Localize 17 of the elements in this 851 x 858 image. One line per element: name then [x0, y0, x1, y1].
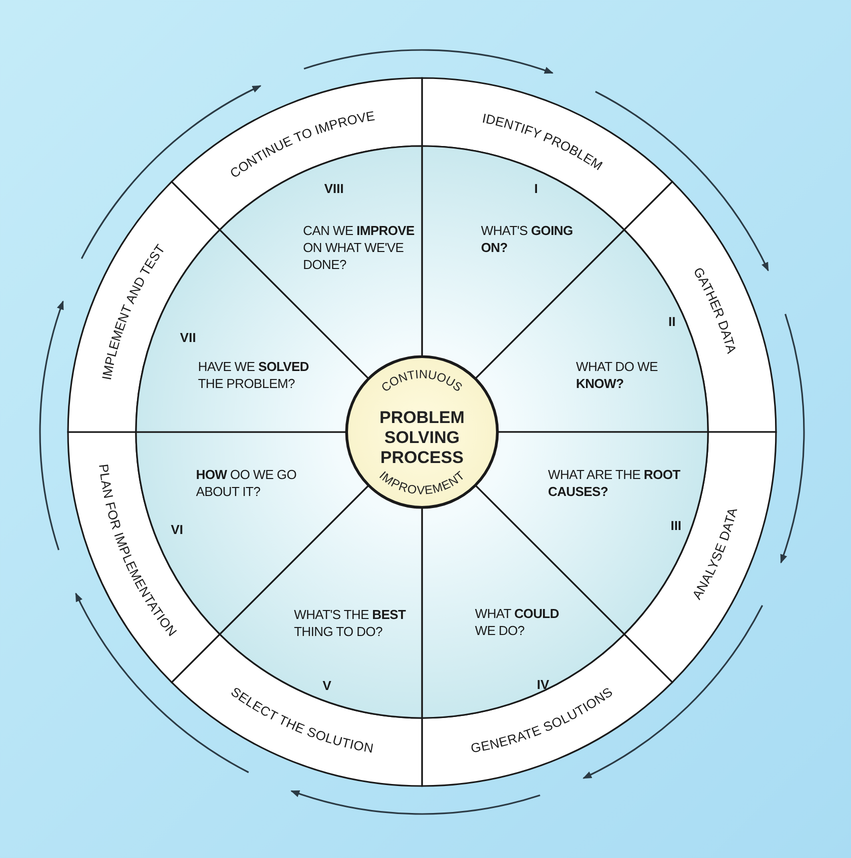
center-title: PROBLEM SOLVING PROCESS: [378, 408, 466, 468]
question-text: HAVE WE SOLVED THE PROBLEM?: [198, 358, 310, 392]
step-numeral: I: [534, 181, 538, 196]
step-numeral: V: [322, 678, 332, 693]
step-numeral: VI: [170, 522, 184, 537]
question-text: WHAT ARE THE ROOT CAUSES?: [548, 466, 682, 500]
step-numeral: II: [668, 314, 676, 329]
question-text: WHAT COULD WE DO?: [475, 605, 560, 639]
question-text: CAN WE IMPROVE ON WHAT WE'VE DONE?: [303, 222, 416, 273]
question-text: HOW OO WE GO ABOUT IT?: [196, 466, 298, 500]
step-numeral: III: [670, 518, 682, 533]
step-numeral: VIII: [324, 181, 344, 196]
question-text: WHAT'S GOING ON?: [481, 222, 574, 256]
step-numeral: VII: [180, 330, 196, 345]
step-numeral: IV: [536, 677, 550, 692]
question-text: WHAT DO WE KNOW?: [576, 358, 659, 392]
question-text: WHAT'S THE BEST THING TO DO?: [294, 606, 407, 640]
